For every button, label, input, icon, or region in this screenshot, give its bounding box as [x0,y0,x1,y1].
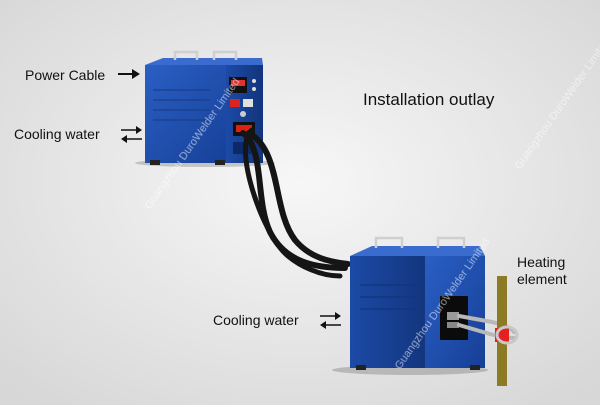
bottom-machine-side [350,256,430,368]
bottom-foot [356,365,366,370]
top-foot [215,160,225,165]
power-cable-label: Power Cable [25,67,105,83]
cooling-water-label-bottom: Cooling water [213,312,299,328]
cooling-water-label-top: Cooling water [14,126,100,142]
top-foot [150,160,160,165]
heating-element-label: Heating element [517,254,567,288]
heating-label-line1: Heating [517,254,567,271]
indicator-light [252,79,256,83]
top-machine-lid [145,58,263,65]
diagram-title: Installation outlay [363,90,494,110]
bottom-foot [470,365,480,370]
heating-label-line2: element [517,271,567,288]
control-knob [240,111,246,117]
control-button [243,99,253,107]
indicator-light [252,87,256,91]
control-button [230,99,240,107]
